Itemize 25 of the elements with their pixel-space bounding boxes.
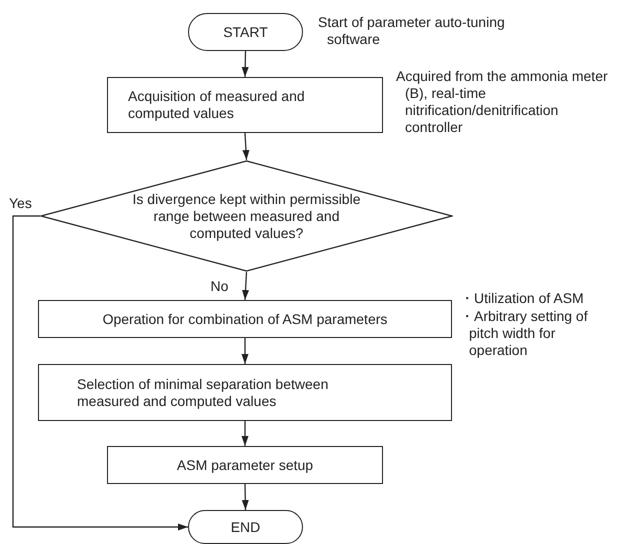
arrow (242, 272, 250, 300)
node-text: END (230, 518, 260, 536)
node-text: Operation for combination of ASM parameters (102, 310, 388, 328)
arrow (242, 132, 250, 160)
arrow (12, 215, 188, 530)
annotation-text: Acquired from the ammonia meter (B), real-time nitrification/denitrification controller (396, 68, 609, 136)
process-box (38, 364, 452, 421)
process-box (38, 300, 452, 338)
node-text: START (223, 24, 268, 40)
arrow (242, 50, 249, 78)
arrow (242, 338, 248, 364)
node-text: Acquisition of measured and computed values (128, 88, 306, 122)
terminal-shape (188, 510, 303, 544)
terminal-shape (188, 13, 303, 51)
decision-diamond (40, 160, 453, 272)
annotation-text: ・Utilization of ASM (460, 290, 585, 307)
process-box (107, 446, 383, 484)
annotation-text: ・Arbitrary setting of pitch width for operation (460, 308, 589, 359)
process-box (107, 77, 383, 133)
arrow (242, 421, 248, 446)
node-text: Selection of minimal separation between measured and computed values (77, 376, 330, 410)
node-text: Is divergence kept within permissible range between measured and computed values? (132, 190, 362, 242)
node-text: ASM parameter setup (176, 456, 314, 474)
arrow (242, 484, 249, 510)
annotation-text: Start of parameter auto-tuning software (318, 14, 506, 48)
